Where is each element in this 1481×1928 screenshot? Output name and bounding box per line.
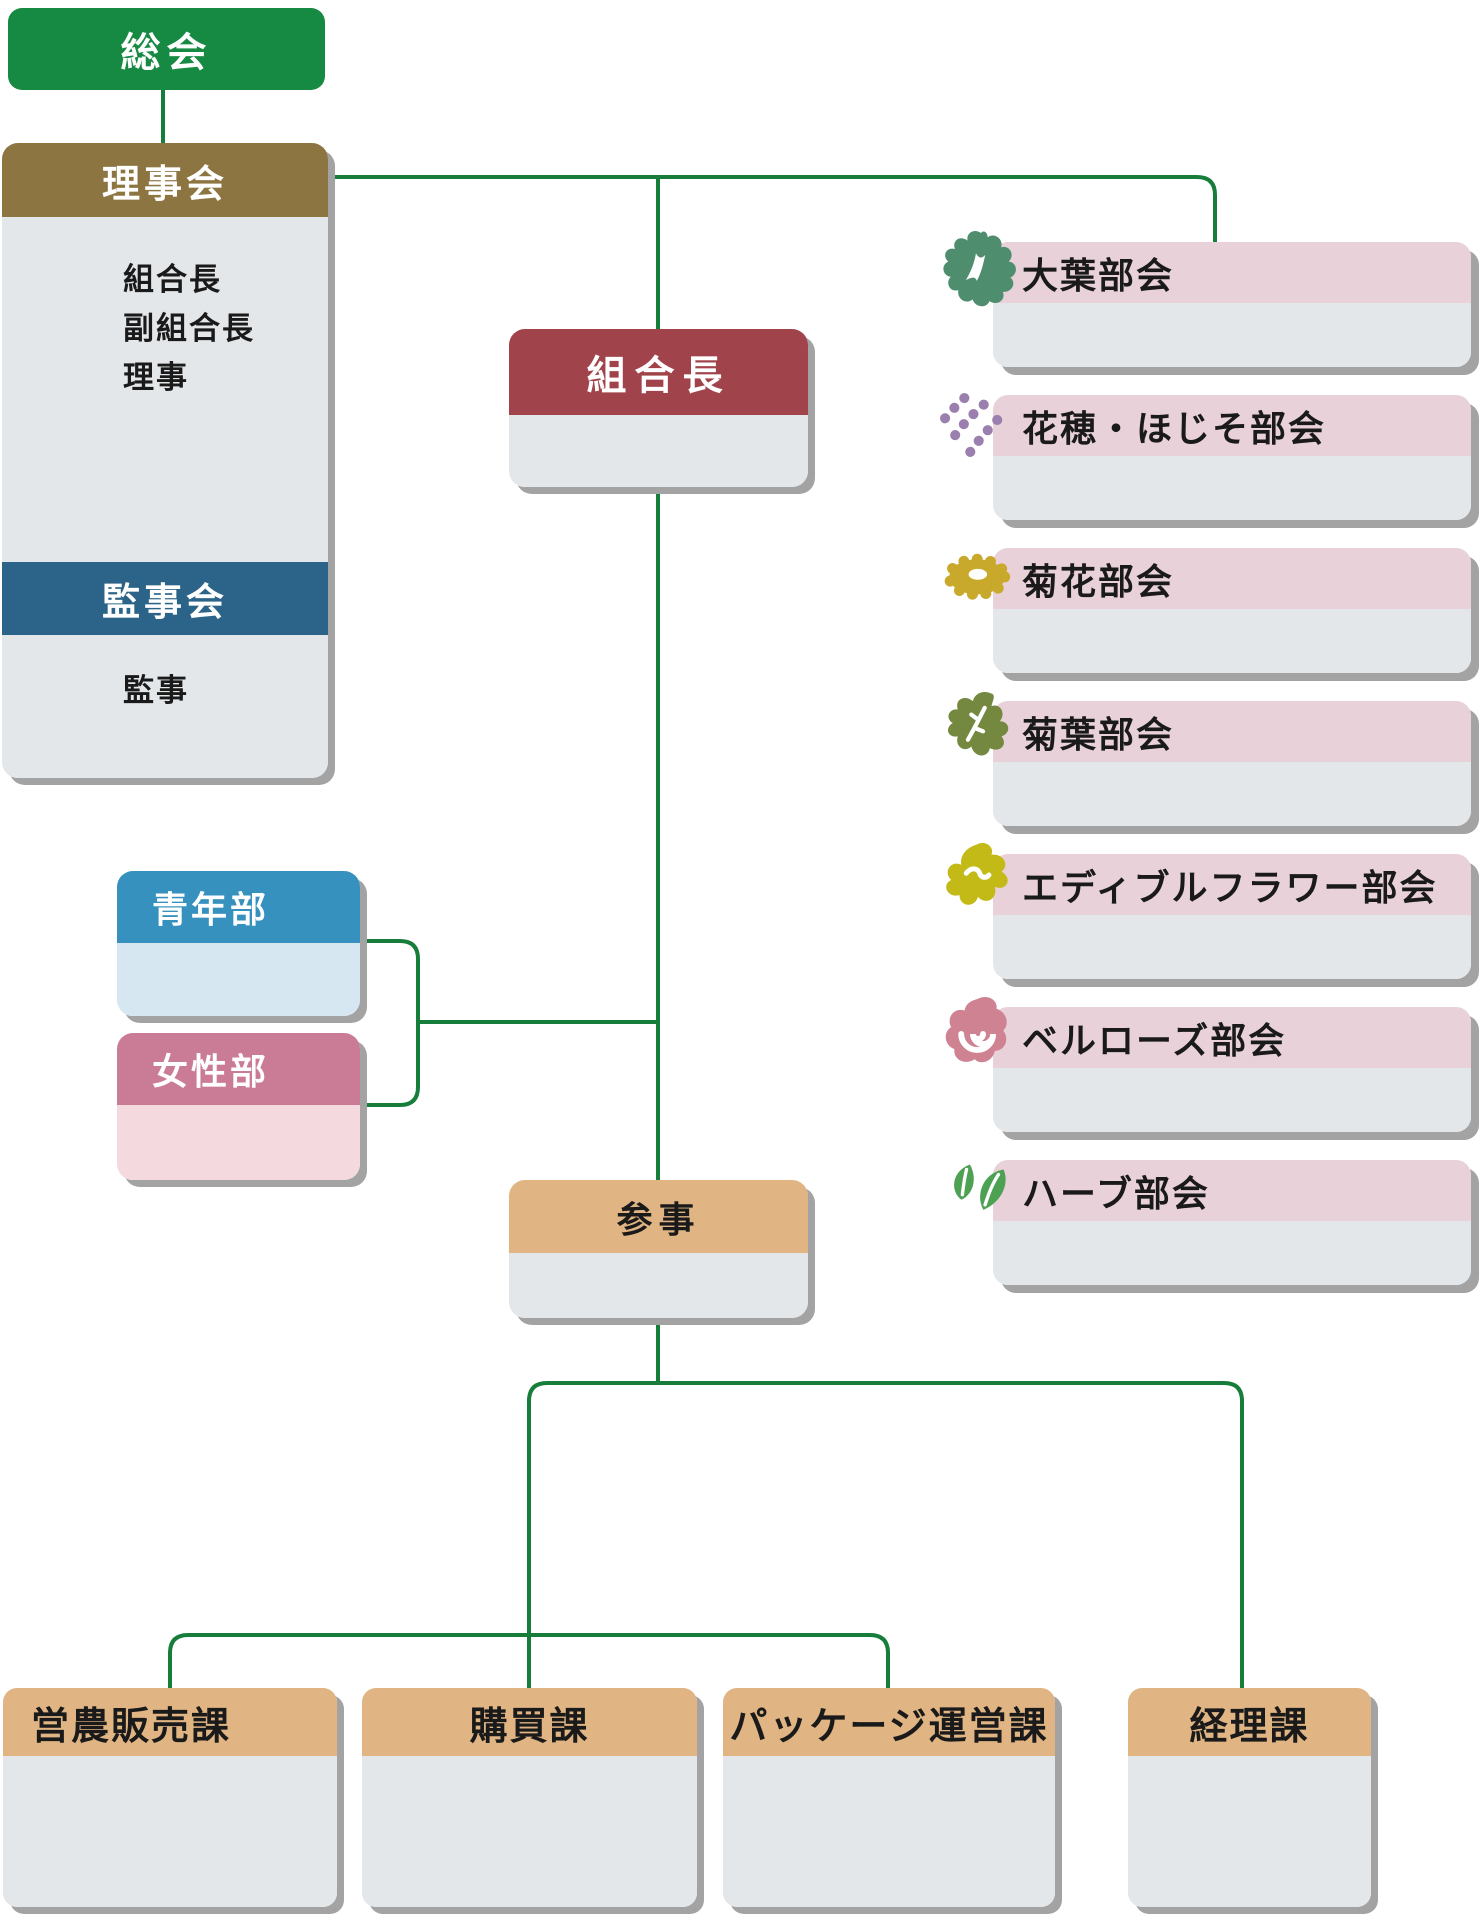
flower-spike-icon [940,386,1006,457]
chrysanthemum-leaf-icon [948,692,1009,756]
line-right-to-accounting [658,1381,1244,1688]
line-board-trunk-to-committees [326,175,1217,242]
herb-leaves-icon [954,1164,1006,1210]
line-bracket-to-sales [168,1633,529,1688]
women-label: 女性部 [152,1051,270,1092]
committee-row-bell-rose: ベルローズ部会 [993,1007,1471,1132]
dept-header: パッケージ運営課 [723,1688,1055,1756]
dept-body [1128,1756,1371,1907]
committee-header: ベルローズ部会 [993,1007,1471,1068]
committee-header: 菊花部会 [993,548,1471,609]
general-assembly-label: 総会 [120,31,213,75]
line-jog-left-to-purchasing [527,1381,658,1688]
audit-board-header: 監事会 [2,562,328,635]
dept-header: 営農販売課 [3,1688,337,1756]
committee-label: 大葉部会 [1022,254,1175,296]
counselor-label: 参事 [616,1198,701,1240]
node-youth-division: 青年部 [117,871,360,1016]
committee-label: 花穂・ほじそ部会 [1022,407,1327,449]
committee-header: エディブルフラワー部会 [993,854,1471,915]
committee-label: ベルローズ部会 [1022,1019,1287,1061]
committee-body [993,1221,1471,1285]
board-title: 理事会 [101,163,228,206]
dept-accounting: 経理課 [1128,1688,1371,1907]
chrysanthemum-flower-icon [943,553,1011,600]
dept-packaging-operations: パッケージ運営課 [723,1688,1055,1907]
counselor-header: 参事 [509,1180,808,1253]
dept-label: 経理課 [1189,1705,1310,1748]
audit-member: 監事 [123,673,189,708]
committee-row-ooba: 大葉部会 [993,242,1471,367]
dept-body [362,1756,697,1907]
edible-flower-icon [946,842,1008,905]
committee-header: 大葉部会 [993,242,1471,303]
counselor-body [509,1253,808,1318]
board-member-list: 組合長 副組合長 理事 [2,217,328,562]
committee-label: ハーブ部会 [1022,1172,1210,1214]
dept-purchasing: 購買課 [362,1688,697,1907]
audit-board-title: 監事会 [101,582,228,624]
dept-label: パッケージ運営課 [729,1705,1049,1748]
board-member: 副組合長 [123,311,255,346]
youth-label: 青年部 [152,889,270,930]
dept-body [723,1756,1055,1907]
line-bracket-to-packaging [529,1633,890,1688]
committee-header: 花穂・ほじそ部会 [993,395,1471,456]
committee-header: 菊葉部会 [993,701,1471,762]
committee-row-kikka: 菊花部会 [993,548,1471,673]
node-women-division: 女性部 [117,1033,360,1180]
committee-body [993,1068,1471,1132]
committee-body [993,303,1471,367]
bell-rose-icon [945,996,1007,1063]
line-youth-women-bracket [355,939,420,1107]
committee-row-edible-flower: エディブルフラワー部会 [993,854,1471,979]
committee-label: エディブルフラワー部会 [1022,866,1438,908]
president-label: 組合長 [586,354,731,398]
women-header: 女性部 [117,1033,360,1105]
committee-body [993,762,1471,826]
node-board-of-directors: 理事会 組合長 副組合長 理事 監事会 監事 [2,143,328,778]
committee-body [993,609,1471,673]
youth-body [117,943,360,1016]
board-header: 理事会 [2,143,328,217]
perilla-leaf-icon [943,231,1016,307]
women-body [117,1105,360,1180]
committee-row-herb: ハーブ部会 [993,1160,1471,1285]
dept-farming-sales: 営農販売課 [3,1688,337,1907]
president-body [509,415,808,487]
committee-label: 菊葉部会 [1022,713,1175,755]
committee-label: 菊花部会 [1022,560,1175,602]
dept-body [3,1756,337,1907]
dept-label: 購買課 [469,1705,590,1748]
node-counselor: 参事 [509,1180,808,1318]
committee-header: ハーブ部会 [993,1160,1471,1221]
committee-row-kikuba: 菊葉部会 [993,701,1471,826]
dept-header: 購買課 [362,1688,697,1756]
node-general-assembly: 総会 [8,8,325,90]
committee-body [993,456,1471,520]
committee-row-kaho-hojiso: 花穂・ほじそ部会 [993,395,1471,520]
board-member: 理事 [123,360,189,395]
audit-member-list: 監事 [2,635,328,778]
node-union-president: 組合長 [509,329,808,487]
committee-body [993,915,1471,979]
board-member: 組合長 [123,262,222,297]
dept-header: 経理課 [1128,1688,1371,1756]
president-header: 組合長 [509,329,808,415]
youth-header: 青年部 [117,871,360,943]
dept-label: 営農販売課 [31,1705,232,1748]
